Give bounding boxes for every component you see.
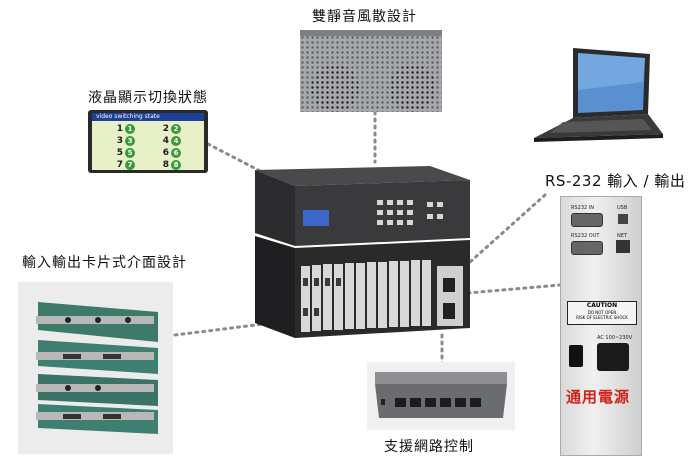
usb-port <box>618 214 628 224</box>
lcd-output-badge: 1 <box>125 124 135 134</box>
lcd-header: video switching state <box>92 113 204 121</box>
lcd-label: 液晶顯示切換狀態 <box>88 90 208 106</box>
net-label: NET <box>617 233 627 239</box>
power-label: 通用電源 <box>566 388 631 406</box>
lcd-output-badge: 2 <box>171 124 181 134</box>
lcd-input-number: 7 <box>116 160 123 170</box>
lcd-output-badge: 6 <box>171 148 181 158</box>
lcd-output-badge: 5 <box>125 148 135 158</box>
cards-label: 輸入輸出卡片式介面設計 <box>22 255 187 271</box>
fan-photo <box>300 30 442 112</box>
lcd-input-number: 2 <box>162 124 169 134</box>
network-label: 支援網路控制 <box>384 439 474 455</box>
lcd-output-badge: 4 <box>171 136 181 146</box>
voltage-label: AC 100~230V <box>597 335 633 341</box>
net-port <box>616 240 630 253</box>
rs232-in-label: RS232 IN <box>571 205 594 211</box>
lcd-input-number: 8 <box>162 160 169 170</box>
rs232-in-port <box>571 213 603 227</box>
cards-photo <box>18 282 173 454</box>
rs232-out-port <box>571 241 603 255</box>
lcd-output-badge: 7 <box>125 160 135 170</box>
caution-title: CAUTION <box>586 302 618 309</box>
power-switch[interactable] <box>569 345 583 367</box>
caution-text1: DO NOT OPEN <box>587 310 617 315</box>
lcd-output-badge: 3 <box>125 136 135 146</box>
usb-label: USB <box>617 205 628 211</box>
rear-panel: RS232 IN USB RS232 OUT NET CAUTION DO NO… <box>560 196 642 456</box>
power-socket <box>597 343 629 371</box>
lcd-input-number: 5 <box>116 148 123 158</box>
power-connector <box>466 283 562 295</box>
rs232-out-label: RS232 OUT <box>571 233 600 239</box>
network-photo <box>367 362 515 430</box>
lcd-connector <box>206 142 264 174</box>
fan-label: 雙靜音風散設計 <box>312 9 417 25</box>
lcd-input-number: 3 <box>116 136 123 146</box>
rs232-connector <box>468 193 547 264</box>
rs232-label: RS-232 輸入 / 輸出 <box>545 172 686 190</box>
lcd-output-badge: 8 <box>171 160 181 170</box>
lcd-input-number: 6 <box>162 148 169 158</box>
lcd-input-number: 4 <box>162 136 169 146</box>
caution-text2: RISK OF ELECTRIC SHOCK <box>576 315 628 320</box>
caution-box: CAUTION DO NOT OPEN RISK OF ELECTRIC SHO… <box>567 301 637 325</box>
laptop-photo <box>528 42 668 142</box>
lcd-input-number: 1 <box>116 124 123 134</box>
main-device <box>245 158 475 348</box>
